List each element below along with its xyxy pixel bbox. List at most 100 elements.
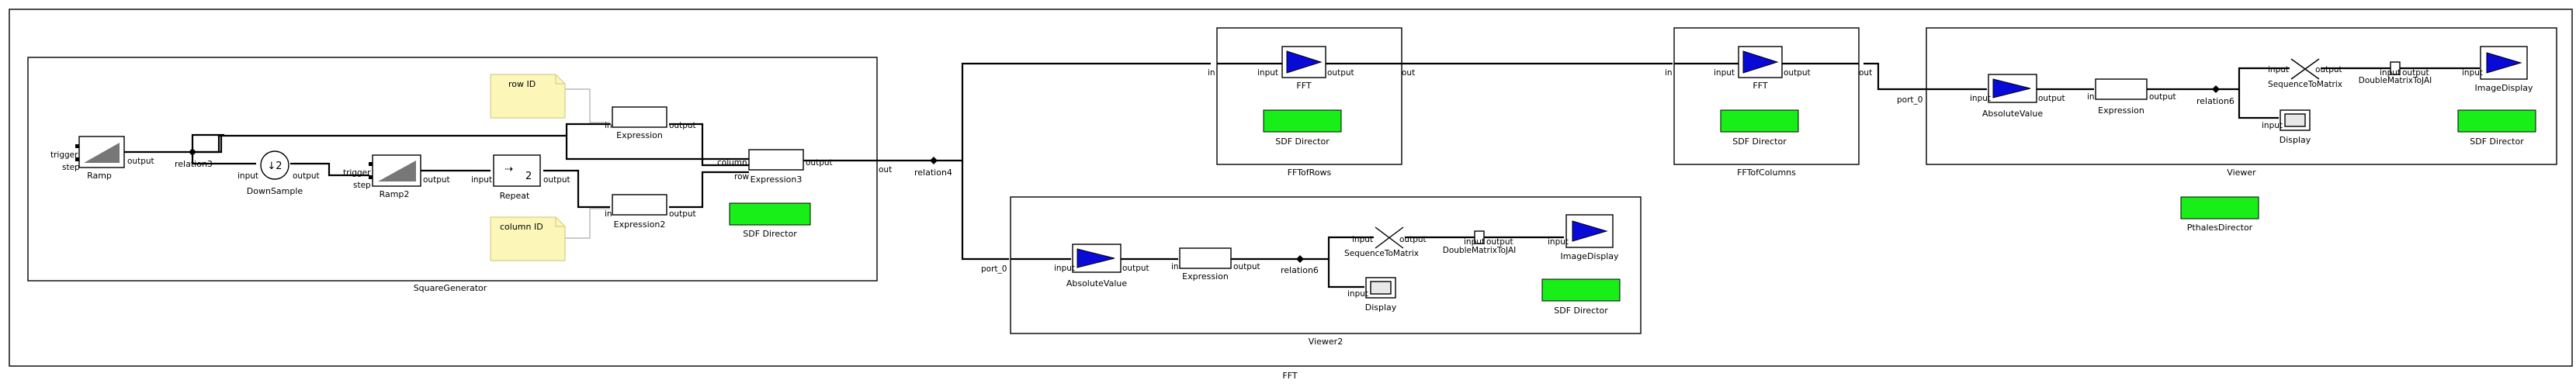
viewer2-double-matrix-output-label: output [1486, 237, 1513, 247]
viewer-wire-relation-seq [2216, 67, 2290, 91]
wire-expression2-expression3 [669, 171, 749, 209]
viewer-double-matrix-label: DoubleMatrixToJAI [2359, 76, 2432, 85]
viewer2-display-label: Display [1365, 302, 1397, 313]
repeat-glyph: 2 [525, 171, 532, 182]
expression-box [612, 106, 667, 128]
ramp2-label: Ramp2 [380, 189, 410, 199]
viewer-double-matrix-actor[interactable]: DoubleMatrixToJAI input output [2359, 61, 2432, 85]
ramp2-step-port-label: step [353, 181, 371, 190]
viewer-title: Viewer [2227, 168, 2256, 178]
ramp-output-port-label: output [127, 157, 154, 166]
viewer-display-icon [2284, 113, 2306, 127]
viewer2-expression-actor[interactable]: Expression in output [1171, 247, 1260, 282]
square-generator-frame [27, 57, 878, 282]
viewer2-absolute-value-actor[interactable]: AbsoluteValue input output [1054, 244, 1149, 289]
fft-of-columns-out-port-label: out [1859, 68, 1872, 78]
fft-of-rows-composite[interactable]: FFTofRows in out FFT input output SDF Di… [1208, 27, 1415, 178]
repeat-output-port-label: output [543, 175, 570, 185]
viewer-image-display-label: ImageDisplay [2475, 83, 2533, 93]
ramp-actor[interactable]: Ramp trigger step output [50, 136, 154, 181]
viewer2-sequence-to-matrix-icon [1375, 226, 1404, 249]
expression-label: Expression [616, 130, 663, 140]
wire-fft-columns-viewer [1864, 62, 1926, 91]
viewer2-director-icon[interactable] [1541, 278, 1621, 302]
column-id-note[interactable]: column ID [490, 216, 566, 261]
viewer-image-display-actor[interactable]: ImageDisplay input [2462, 46, 2533, 93]
row-id-note-text: row ID [508, 79, 536, 89]
viewer2-expression-in-label: in [1171, 262, 1179, 271]
viewer2-absolute-value-icon [1077, 248, 1115, 268]
ramp-step-port[interactable] [75, 157, 79, 161]
ramp2-step-port[interactable] [369, 175, 373, 179]
repeat-label: Repeat [500, 191, 530, 201]
viewer-display-actor[interactable]: Display input [2262, 109, 2311, 145]
note-row-connector [565, 88, 610, 123]
relation4-vertex[interactable] [930, 157, 938, 164]
fft-of-rows-fft-actor[interactable]: FFT input output [1257, 46, 1354, 91]
viewer2-image-display-actor[interactable]: ImageDisplay input [1548, 214, 1619, 261]
ramp-trigger-port[interactable] [75, 144, 79, 148]
repeat-box [493, 154, 541, 187]
square-generator-composite[interactable]: SquareGenerator relation3 Ramp trigger s… [27, 57, 892, 293]
viewer-composite[interactable]: Viewer port_0 relation6 AbsoluteValue in… [1897, 27, 2557, 178]
expression3-actor[interactable]: Expression3 column row output [717, 149, 833, 185]
square-generator-title: SquareGenerator [414, 283, 487, 293]
expression3-box [748, 149, 804, 171]
expression-actor[interactable]: Expression in output [605, 106, 696, 140]
expression-in-port-label: in [605, 121, 612, 130]
viewer-expression-actor[interactable]: Expression in output [2087, 78, 2176, 116]
viewer-absolute-value-icon [1992, 78, 2031, 98]
downsample-label: DownSample [247, 186, 303, 196]
viewer2-display-icon [1370, 281, 1392, 295]
viewer-relation-vertex[interactable] [2212, 85, 2220, 93]
expression3-column-port-label: column [717, 158, 747, 168]
repeat-actor[interactable]: ⇢ 2 Repeat input output [471, 154, 570, 201]
fft-of-rows-director-icon[interactable] [1263, 109, 1342, 133]
pthales-director[interactable]: PthalesDirector [2180, 196, 2259, 233]
ramp2-output-port-label: output [423, 175, 450, 185]
fft-of-columns-fft-actor[interactable]: FFT input output [1714, 46, 1811, 91]
expression-output-port-label: output [669, 121, 696, 130]
column-id-note-shape [490, 216, 566, 261]
relation3-vertex[interactable] [189, 148, 196, 156]
viewer-sequence-to-matrix-label: SequenceToMatrix [2268, 80, 2342, 89]
viewer-expression-in-label: in [2087, 92, 2095, 102]
ramp2-actor[interactable]: Ramp2 trigger step output [343, 154, 450, 199]
square-generator-director-icon[interactable] [729, 202, 811, 226]
fft-of-columns-director-icon[interactable] [1720, 109, 1799, 133]
viewer-sequence-to-matrix-input-label: input [2268, 65, 2289, 74]
viewer2-relation-label: relation6 [1281, 265, 1319, 275]
viewer2-director-label: SDF Director [1554, 306, 1608, 316]
fft-of-columns-fft-icon [1742, 50, 1779, 74]
ramp2-trigger-port[interactable] [369, 162, 373, 166]
wire-relation3-expression3-column [192, 134, 749, 161]
viewer2-image-display-label: ImageDisplay [1561, 251, 1619, 261]
fft-of-columns-composite[interactable]: FFTofColumns in out FFT input output SDF… [1665, 27, 1872, 178]
viewer-double-matrix-input-label: input [2380, 68, 2401, 78]
viewer2-image-display-icon [1572, 220, 1608, 242]
viewer2-composite[interactable]: Viewer2 port_0 relation6 AbsoluteValue i… [981, 196, 1642, 347]
row-id-note[interactable]: row ID [490, 74, 566, 119]
viewer2-relation-vertex[interactable] [1296, 255, 1304, 263]
viewer2-sequence-to-matrix-label: SequenceToMatrix [1344, 249, 1419, 258]
viewer2-double-matrix-input-label: input [1464, 237, 1485, 247]
viewer2-display-input-label: input [1347, 289, 1368, 299]
fft-of-rows-title: FFTofRows [1288, 168, 1332, 178]
expression2-label: Expression2 [614, 219, 666, 230]
repeat-input-port-label: input [471, 175, 492, 185]
viewer-sequence-to-matrix-actor[interactable]: SequenceToMatrix input output [2268, 58, 2342, 89]
viewer2-sequence-to-matrix-output-label: output [1399, 235, 1427, 244]
viewer2-display-actor[interactable]: Display input [1347, 277, 1397, 313]
viewer-director-icon[interactable] [2457, 109, 2536, 133]
viewer2-title: Viewer2 [1309, 337, 1343, 347]
viewer-absolute-value-actor[interactable]: AbsoluteValue input output [1970, 74, 2065, 119]
viewer-display-input-label: input [2262, 121, 2283, 130]
viewer2-sequence-to-matrix-actor[interactable]: SequenceToMatrix input output [1344, 226, 1427, 258]
expression2-actor[interactable]: Expression2 in output [605, 194, 696, 230]
downsample-actor[interactable]: ↓2 DownSample input output [237, 150, 320, 196]
viewer-expression-output-label: output [2149, 92, 2176, 102]
viewer2-double-matrix-actor[interactable]: DoubleMatrixToJAI input output [1443, 230, 1517, 255]
note-column-connector [565, 208, 610, 239]
pthales-director-label: PthalesDirector [2187, 223, 2253, 233]
